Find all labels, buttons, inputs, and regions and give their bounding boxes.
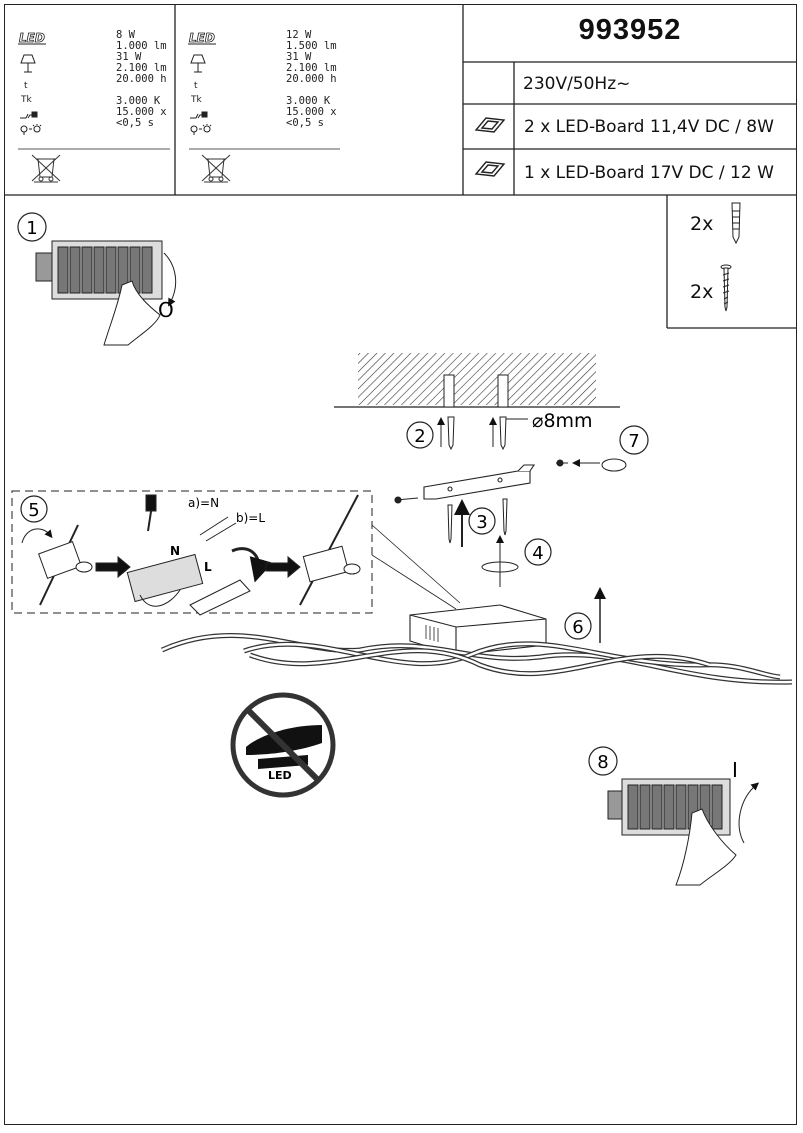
step-number: 4 xyxy=(532,543,543,564)
step-number: 7 xyxy=(628,431,639,452)
fuse-box-off xyxy=(35,240,177,346)
spec-watts: 12 W xyxy=(286,29,312,41)
terminal-n-label: N xyxy=(170,544,180,558)
step-8: 8 xyxy=(588,746,618,776)
spec-values-2: 12 W 1.500 lm 31 W 2.100 lm 20.000 h 3.0… xyxy=(286,30,337,129)
bulb-start-icon xyxy=(20,124,42,135)
step-3: 3 xyxy=(468,507,496,535)
led-board-icon xyxy=(474,161,506,177)
spec-values-1: 8 W 1.000 lm 31 W 2.100 lm 20.000 h 3.00… xyxy=(116,30,167,129)
spec-cycles: 15.000 x xyxy=(116,106,167,118)
mounting-bracket xyxy=(394,464,536,504)
step-6: 6 xyxy=(564,612,592,640)
spec-start: <0,5 s xyxy=(286,117,324,129)
step-7: 7 xyxy=(619,425,649,455)
spec-column-2: LED t Tk 12 W 1.500 lm 31 W 2.100 lm 20.… xyxy=(188,30,338,145)
wire-n-label: a)=N xyxy=(188,496,219,510)
spec-cycles: 15.000 x xyxy=(286,106,337,118)
step-number: 8 xyxy=(597,752,608,773)
spec-lumen2: 2.100 lm xyxy=(116,62,167,74)
header-lines xyxy=(4,4,797,196)
led-board-line-2: 1 x LED-Board 17V DC / 12 W xyxy=(524,163,774,183)
led-logo-icon: LED xyxy=(18,31,46,45)
terminal-l-label: L xyxy=(204,560,212,574)
spec-lifetime: 20.000 h xyxy=(116,73,167,85)
screw-icon xyxy=(720,264,732,312)
page-frame xyxy=(4,4,797,1125)
no-bin-icon xyxy=(31,154,61,183)
spec-icons-1: LED t Tk xyxy=(18,31,46,135)
spec-equivalent: 31 W xyxy=(116,51,142,63)
lifetime-label: t xyxy=(24,81,28,91)
spec-equivalent: 31 W xyxy=(286,51,312,63)
ceiling xyxy=(334,353,620,408)
step-number: 5 xyxy=(28,500,39,521)
spec-lifetime: 20.000 h xyxy=(286,73,337,85)
step-4: 4 xyxy=(524,538,552,566)
spec-color-temp: 3.000 K xyxy=(116,95,161,107)
color-temp-label: Tk xyxy=(20,95,32,105)
on-label: I xyxy=(732,758,738,782)
wire-l-label: b)=L xyxy=(236,511,265,525)
product-code: 993952 xyxy=(578,14,682,46)
dowels xyxy=(437,416,507,451)
spec-color-temp: 3.000 K xyxy=(286,95,331,107)
installation-diagram: 1 O ⌀8mm 2 7 xyxy=(11,212,793,886)
spec-watts: 8 W xyxy=(116,29,135,41)
rotate-screw-7 xyxy=(556,458,627,472)
dowel-quantity: 2x xyxy=(690,213,714,235)
step-number: 3 xyxy=(476,512,487,533)
svg-text:LED: LED xyxy=(19,31,45,45)
screw-quantity: 2x xyxy=(690,281,714,303)
step-number: 1 xyxy=(26,218,37,239)
hardware-box xyxy=(666,195,797,329)
wiring-detail: 5 a)=N b)=L N L xyxy=(11,490,373,616)
color-temp-label: Tk xyxy=(190,95,202,105)
spec-lumen2: 2.100 lm xyxy=(286,62,337,74)
no-touch-icon xyxy=(230,692,336,798)
led-logo-icon: LED xyxy=(188,31,216,45)
ceiling-lamp xyxy=(160,604,793,685)
bulb-start-icon xyxy=(190,124,212,135)
spec-column-1: LED t Tk 8 W 1.000 lm 31 W 2.100 lm 20.0… xyxy=(18,30,168,145)
spec-lumen: 1.500 lm xyxy=(286,40,337,52)
fuse-box-on xyxy=(607,778,760,886)
drill-diameter-label: ⌀8mm xyxy=(532,410,593,432)
screws-3 xyxy=(447,498,508,547)
step-2: 2 xyxy=(406,421,434,449)
step-number: 2 xyxy=(414,426,425,447)
lifetime-label: t xyxy=(194,81,198,91)
spec-start: <0,5 s xyxy=(116,117,154,129)
lamp-icon xyxy=(20,54,36,73)
spec-lumen: 1.000 lm xyxy=(116,40,167,52)
step-1: 1 xyxy=(17,212,47,242)
step-number: 6 xyxy=(572,617,583,638)
led-board-icon xyxy=(474,117,506,133)
no-touch-label: LED xyxy=(268,769,292,782)
rotate-4 xyxy=(481,535,519,587)
spec-icons-2: LED t Tk xyxy=(188,31,216,135)
no-bin-icon xyxy=(201,154,231,183)
off-label: O xyxy=(158,298,174,322)
led-board-line-1: 2 x LED-Board 11,4V DC / 8W xyxy=(524,117,774,137)
switch-cycles-icon xyxy=(190,111,208,119)
svg-text:LED: LED xyxy=(189,31,215,45)
dowel-icon xyxy=(731,202,741,245)
switch-cycles-icon xyxy=(20,111,38,119)
lamp-icon xyxy=(190,54,206,73)
voltage-rating: 230V/50Hz~ xyxy=(523,74,631,94)
